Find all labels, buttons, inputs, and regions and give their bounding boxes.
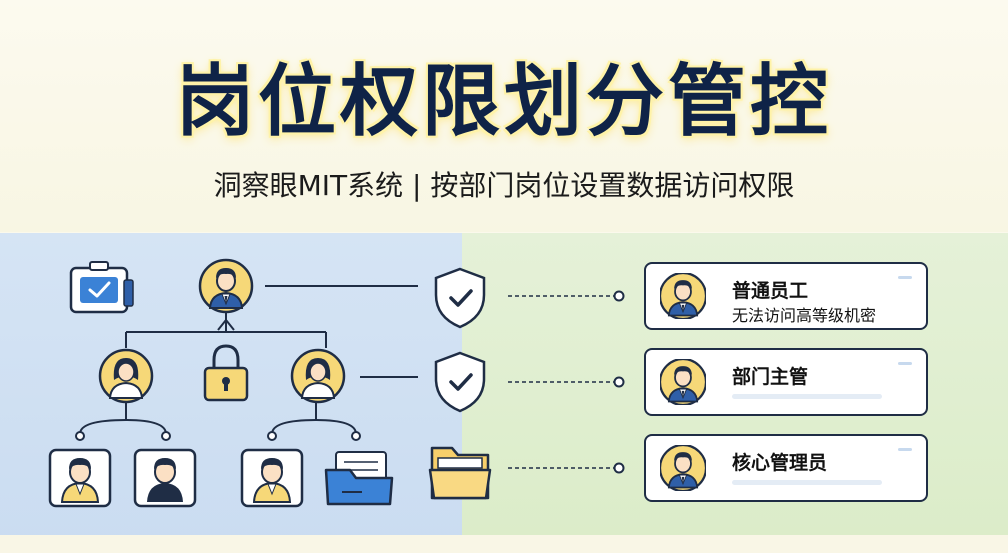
person-icon: [660, 445, 706, 491]
role-title: 部门主管: [732, 366, 809, 388]
person-icon: [290, 348, 346, 404]
person-icon: [133, 448, 197, 508]
header-banner: 岗位权限划分管控 洞察眼MIT系统 | 按部门岗位设置数据访问权限: [0, 0, 1008, 232]
role-card-manager[interactable]: 部门主管: [644, 348, 928, 416]
card-dash: [898, 276, 912, 279]
role-title: 核心管理员: [732, 452, 828, 474]
person-icon: [660, 359, 706, 405]
placeholder-bar: [732, 394, 882, 399]
role-description: 无法访问高等级机密: [732, 306, 877, 325]
person-icon: [198, 258, 254, 314]
card-dash: [898, 448, 912, 451]
page-subtitle: 洞察眼MIT系统 | 按部门岗位设置数据访问权限: [213, 169, 795, 202]
bottom-strip: [0, 535, 1008, 553]
role-connectors: [508, 295, 614, 469]
shield-check-icon: [434, 267, 486, 329]
placeholder-bar: [732, 480, 882, 485]
connector-nodes: [75, 431, 361, 441]
role-title: 普通员工: [732, 280, 809, 302]
page-title: 岗位权限划分管控: [175, 57, 832, 147]
person-icon: [660, 273, 706, 319]
person-icon: [48, 448, 112, 508]
shield-check-icon: [434, 351, 486, 413]
id-card-icon: [69, 261, 134, 314]
folder-documents-icon: [324, 451, 394, 506]
hierarchy-connectors: [79, 285, 418, 435]
role-card-employee[interactable]: 普通员工 无法访问高等级机密: [644, 262, 928, 330]
padlock-icon: [203, 344, 249, 402]
role-card-admin[interactable]: 核心管理员: [644, 434, 928, 502]
person-icon: [98, 348, 154, 404]
role-connector-nodes: [613, 290, 625, 474]
person-icon: [240, 448, 304, 508]
folder-icon: [428, 446, 492, 500]
card-dash: [898, 362, 912, 365]
